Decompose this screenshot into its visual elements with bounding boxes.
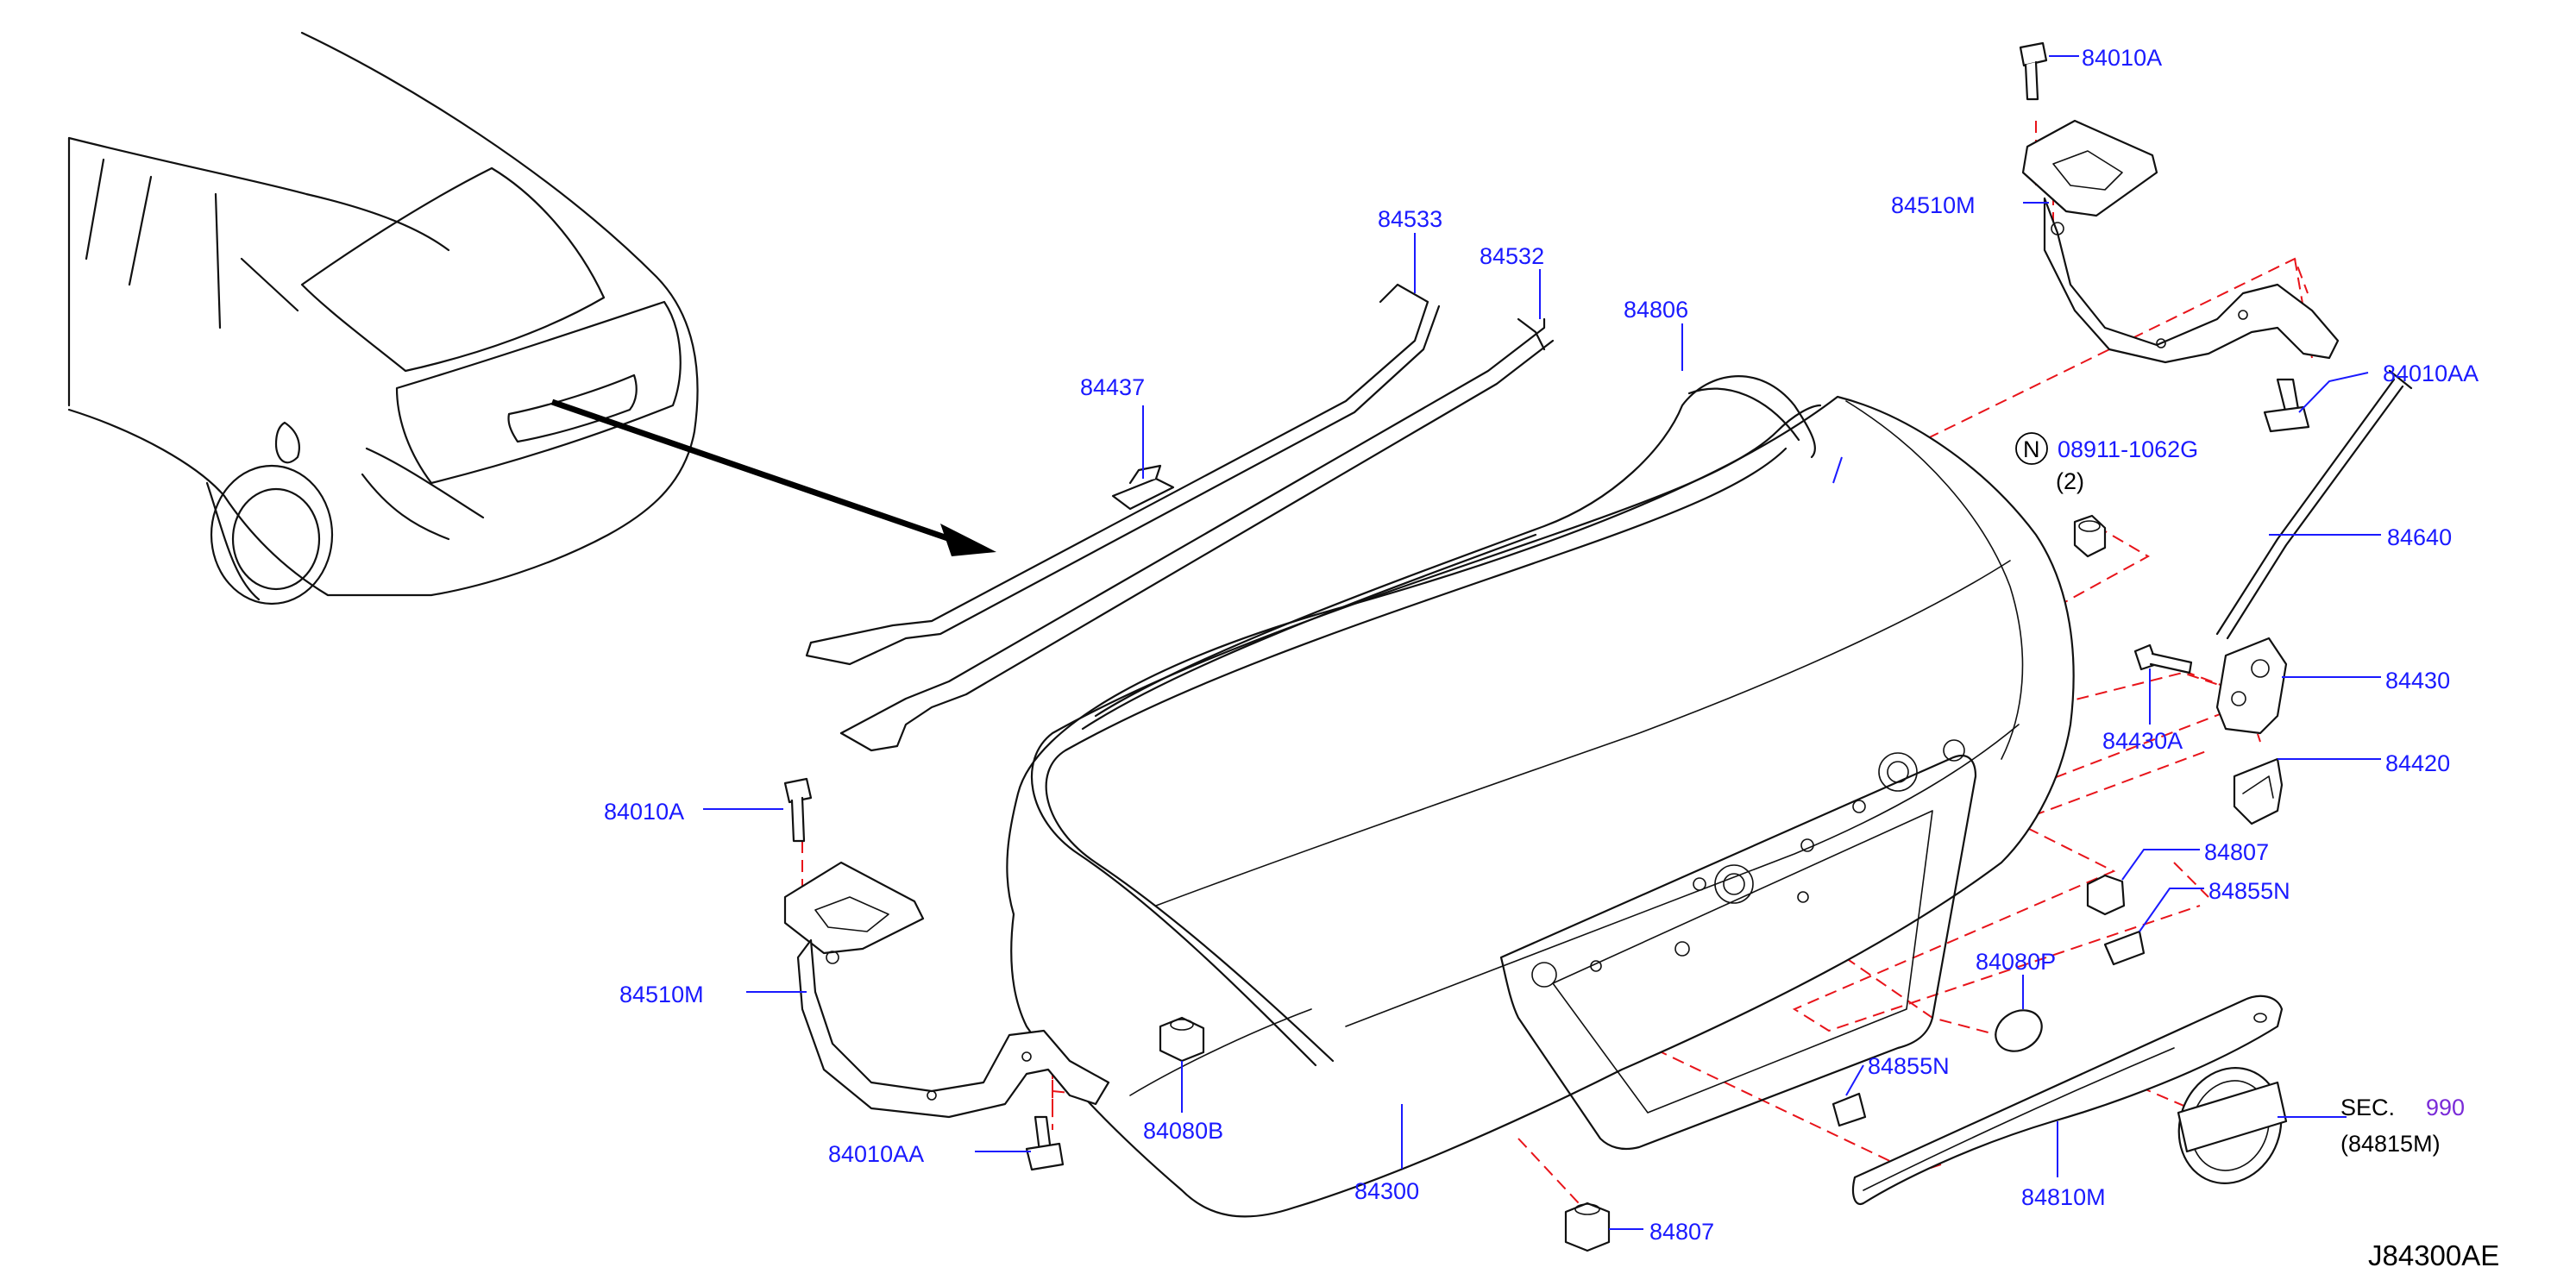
vehicle-rear-illustration: [67, 31, 699, 605]
clip-84855N-right: [2103, 930, 2146, 966]
bolt-84010AA-left: [1025, 1115, 1065, 1171]
bolt-84430A: [2133, 643, 2193, 675]
label-84010A-top: 84010A: [2082, 45, 2162, 71]
label-08911-1062G: 08911-1062G: [2058, 436, 2198, 462]
bolt-84010A-top: [2019, 41, 2048, 101]
label-84855N-mid: 84855N: [1868, 1053, 1950, 1079]
finisher-84810M: [1851, 995, 2284, 1206]
sec-ref-84815M: (84815M): [2340, 1131, 2441, 1157]
clip-84855N-mid: [1831, 1092, 1867, 1127]
label-84806: 84806: [1624, 297, 1688, 323]
bolt-84010A-left: [783, 777, 813, 843]
label-84855N-right: 84855N: [2208, 878, 2290, 904]
n-symbol-letter: N: [2023, 436, 2040, 462]
bumper-84807-bottom: [1564, 1202, 1611, 1252]
sec-number-990: 990: [2426, 1095, 2465, 1120]
latch-84430: [2215, 637, 2288, 735]
bumper-84807-right: [2086, 874, 2126, 916]
label-84420: 84420: [2385, 750, 2450, 776]
plug-84080P: [1995, 1009, 2043, 1052]
sec-label: SEC.: [2340, 1095, 2395, 1120]
grommet-84080B: [1159, 1016, 1205, 1063]
label-84807-right: 84807: [2204, 839, 2269, 865]
label-84807-bottom: 84807: [1649, 1219, 1714, 1245]
label-84533: 84533: [1378, 206, 1442, 232]
label-quantity-2: (2): [2056, 468, 2084, 494]
label-84810M: 84810M: [2021, 1184, 2106, 1210]
part-labels: 84010A 84510M 84010AA N 08911-1062G (2) …: [604, 45, 2499, 1271]
nut-08911-1062G: [2073, 514, 2107, 558]
label-84640: 84640: [2387, 524, 2452, 550]
trunk-lid-84300: [1006, 395, 2075, 1218]
label-84430A: 84430A: [2102, 728, 2183, 754]
label-84300: 84300: [1354, 1178, 1419, 1204]
label-84080B: 84080B: [1143, 1118, 1223, 1144]
rods-84533-84532: [805, 283, 1555, 752]
label-84010AA-left: 84010AA: [828, 1141, 924, 1167]
hinge-left-84510M: [783, 861, 1110, 1119]
label-84430: 84430: [2385, 668, 2450, 693]
bolt-84010AA-right: [2263, 378, 2310, 433]
clip-84437: [1111, 464, 1175, 511]
label-84437: 84437: [1080, 374, 1145, 400]
cable-84640: [2215, 369, 2413, 640]
view-direction-arrow: [550, 398, 996, 556]
emblem-nissan: [2177, 1066, 2288, 1185]
hinge-right-84510M: [2021, 119, 2340, 364]
n-standard-part-symbol: N: [2015, 432, 2048, 465]
label-84510M-top: 84510M: [1891, 192, 1976, 218]
label-84010AA-right: 84010AA: [2383, 361, 2479, 386]
diagram-code: J84300AE: [2368, 1239, 2499, 1271]
label-84532: 84532: [1480, 243, 1544, 269]
striker-84420: [2233, 757, 2284, 825]
label-84010A-left: 84010A: [604, 799, 684, 825]
label-84510M-left: 84510M: [619, 982, 704, 1007]
label-84080P: 84080P: [1976, 949, 2056, 975]
weatherstrip-84806: [1031, 375, 1822, 1067]
leader-lines: [703, 55, 2381, 1230]
